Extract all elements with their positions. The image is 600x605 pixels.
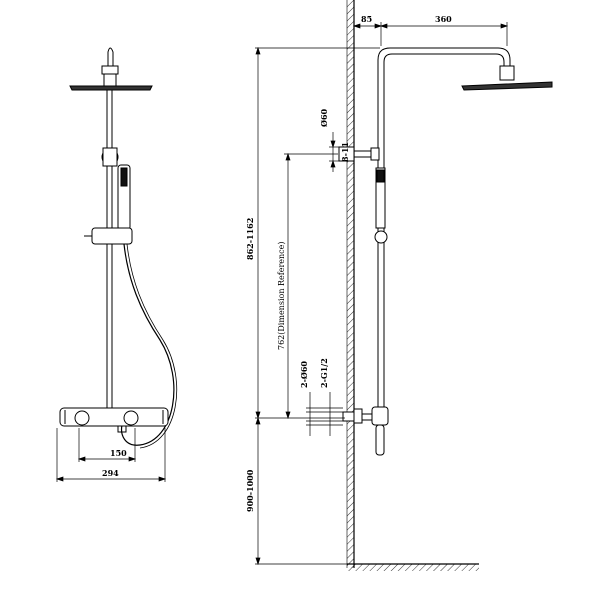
side-dim-floor-height bbox=[255, 416, 350, 566]
side-mixer-body bbox=[371, 406, 389, 426]
front-gooseneck bbox=[107, 47, 114, 71]
side-dim-floor-height-label: 900-1000 bbox=[245, 469, 255, 512]
side-mixer-inlet bbox=[353, 408, 363, 424]
front-view bbox=[55, 47, 178, 482]
side-dim-360-label: 360 bbox=[435, 14, 452, 24]
side-view bbox=[255, 22, 553, 566]
floor bbox=[347, 563, 479, 571]
side-hand-shower bbox=[375, 167, 386, 229]
side-dim-inlet-thread-label: 2-G1/2 bbox=[319, 358, 329, 388]
front-dim-150-label: 150 bbox=[110, 448, 127, 458]
side-dim-reference bbox=[284, 152, 338, 420]
front-shower-plate bbox=[69, 85, 153, 91]
side-dim-inlet bbox=[306, 392, 343, 436]
side-dim-total-height bbox=[255, 46, 380, 420]
side-dim-flange bbox=[329, 132, 340, 172]
side-shower-plate bbox=[461, 81, 553, 91]
front-slide-holder bbox=[91, 227, 133, 245]
wall bbox=[346, 0, 355, 568]
side-dim-inlet-flange-label: 2-Ø60 bbox=[299, 361, 309, 388]
side-riser-arm bbox=[377, 47, 511, 410]
front-dim-150 bbox=[77, 428, 137, 462]
front-dim-294 bbox=[55, 428, 167, 482]
side-dim-flange-dia-label: Ø60 bbox=[319, 108, 329, 127]
side-dim-reference-label: 762(Dimension Reference) bbox=[277, 241, 286, 350]
side-wall-bracket bbox=[338, 146, 355, 162]
front-hose bbox=[120, 243, 175, 446]
front-dim-294-label: 294 bbox=[102, 468, 119, 478]
front-overhead-shower bbox=[101, 65, 119, 75]
side-dim-top bbox=[352, 22, 509, 46]
side-dim-85-label: 85 bbox=[361, 14, 372, 24]
side-dim-total-height-label: 862-1162 bbox=[245, 218, 255, 260]
side-holder-knob bbox=[374, 230, 388, 244]
side-dim-flange-depth-label: 8-11 bbox=[340, 142, 350, 162]
